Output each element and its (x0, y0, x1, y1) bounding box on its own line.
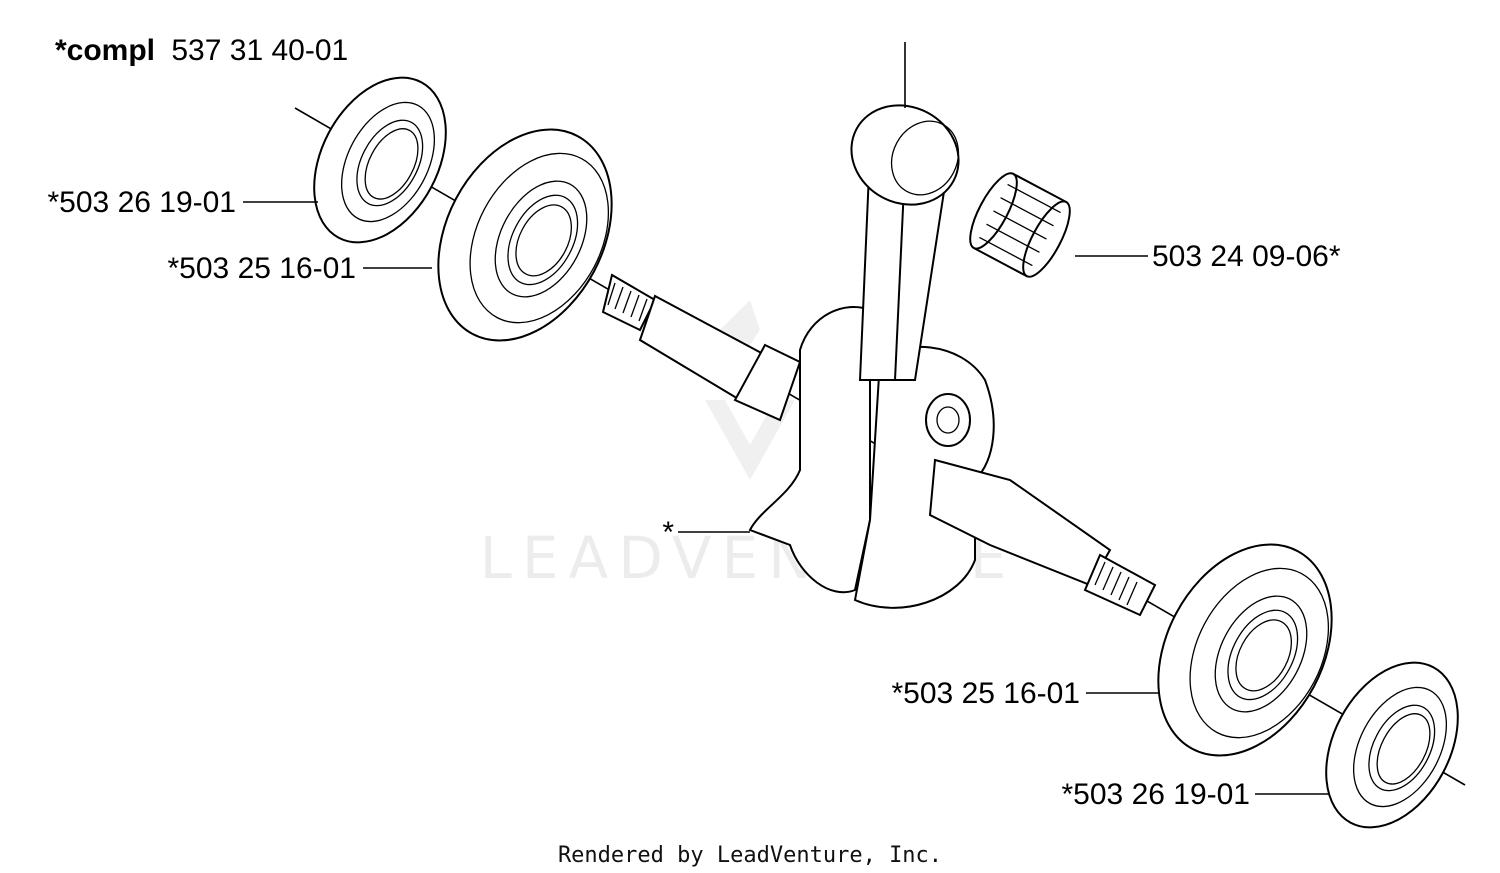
crankshaft-left-shaft (601, 273, 802, 422)
callout-bearing-right[interactable]: *503 25 16-01 (892, 677, 1081, 710)
callout-crankshaft[interactable]: * (662, 516, 674, 549)
bearing-left-part (437, 128, 613, 342)
assembly-title: *compl 537 31 40-01 (55, 34, 348, 67)
assembly-title-prefix: *compl (55, 34, 155, 67)
callout-seal-right[interactable]: *503 26 19-01 (1062, 778, 1251, 811)
bearing-right-part (1157, 543, 1333, 757)
render-credit: Rendered by LeadVenture, Inc. (558, 843, 942, 868)
callout-needle-bearing[interactable]: 503 24 09-06* (1152, 240, 1341, 273)
seal-right-part (1325, 661, 1459, 829)
crankshaft-web (748, 305, 995, 609)
seal-left-part (313, 76, 447, 244)
callout-bearing-left[interactable]: *503 25 16-01 (168, 252, 357, 285)
crankshaft-right-shaft (928, 458, 1157, 617)
needle-bearing-part (969, 172, 1071, 278)
callout-seal-left[interactable]: *503 26 19-01 (48, 186, 237, 219)
connecting-rod (850, 104, 960, 381)
assembly-title-number: 537 31 40-01 (171, 34, 348, 67)
